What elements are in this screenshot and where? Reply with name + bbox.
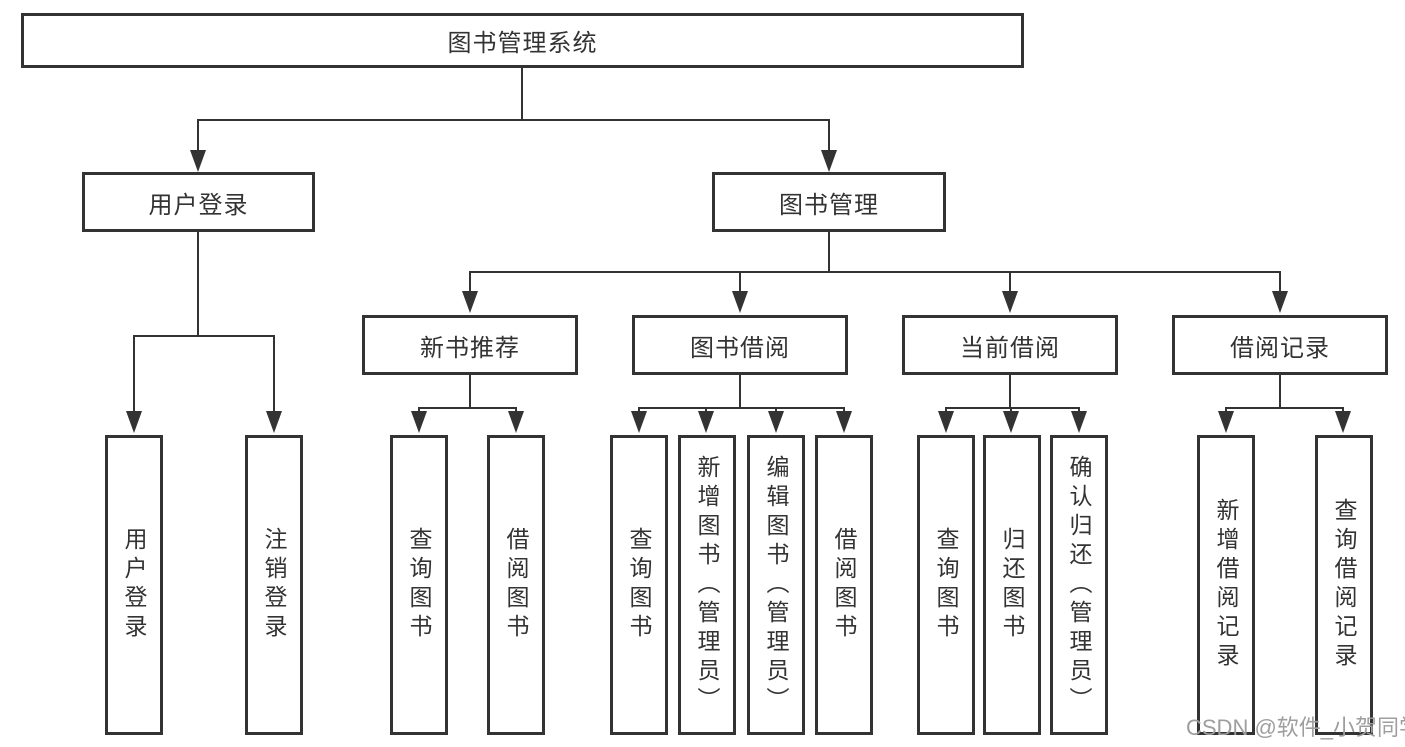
connector-book-management-stem — [828, 232, 830, 271]
leaf-return-book: 归还图书 — [983, 435, 1041, 735]
arrow-to-book-borrow — [732, 291, 748, 313]
leaf-query-borrow-record: 查询借阅记录 — [1315, 435, 1373, 735]
arrow-to-current-borrow — [1002, 291, 1018, 313]
node-root-label: 图书管理系统 — [447, 30, 598, 57]
arrow-to-br-query — [1335, 411, 1351, 433]
leaf-return-book-label: 归还图书 — [999, 527, 1025, 643]
leaf-query-books-recommend: 查询图书 — [390, 435, 448, 735]
leaf-add-borrow-record: 新增借阅记录 — [1197, 435, 1255, 735]
connector-drop-bb-edit — [775, 407, 777, 411]
leaf-borrow-books-recommend: 借阅图书 — [487, 435, 545, 735]
csdn-watermark: CSDN @软件_小贺同学 — [1186, 715, 1405, 740]
leaf-add-borrow-record-label: 新增借阅记录 — [1213, 498, 1239, 672]
connector-drop-book-borrow — [739, 271, 741, 291]
connector-drop-new-book — [469, 271, 471, 291]
leaf-confirm-return-admin-label: 确认归还（管理员） — [1066, 454, 1092, 716]
arrow-to-borrow-records — [1272, 291, 1288, 313]
connector-book-management-rail — [469, 271, 1281, 273]
node-borrow-records-label: 借阅记录 — [1230, 334, 1330, 362]
node-user-login-label: 用户登录 — [148, 191, 249, 219]
node-book-management: 图书管理 — [712, 172, 946, 232]
leaf-user-login-label: 用户登录 — [121, 527, 147, 643]
connector-root-stem — [521, 68, 523, 119]
connector-borrow-records-stem — [1279, 375, 1281, 407]
leaf-user-login: 用户登录 — [105, 435, 163, 735]
connector-drop-bb-query — [638, 407, 640, 411]
arrow-to-leaf-login — [126, 411, 142, 433]
connector-drop-bb-add — [705, 407, 707, 411]
leaf-logout-label: 注销登录 — [261, 527, 287, 643]
connector-drop-bb-borrow — [843, 407, 845, 411]
leaf-confirm-return-admin: 确认归还（管理员） — [1050, 435, 1108, 735]
node-new-book-recommend-label: 新书推荐 — [420, 334, 520, 362]
arrow-to-cb-query — [938, 411, 954, 433]
connector-drop-nb-borrow — [515, 407, 517, 411]
connector-borrow-records-rail — [1225, 407, 1344, 409]
leaf-query-books-current: 查询图书 — [917, 435, 975, 735]
leaf-borrow-books-recommend-label: 借阅图书 — [503, 527, 529, 643]
leaf-edit-book-admin-label: 编辑图书（管理员） — [763, 454, 789, 716]
connector-current-borrow-rail — [945, 407, 1080, 409]
connector-drop-borrow-records — [1279, 271, 1281, 291]
leaf-add-book-admin: 新增图书（管理员） — [678, 435, 736, 735]
leaf-query-books-recommend-label: 查询图书 — [406, 527, 432, 643]
connector-drop-cb-query — [945, 407, 947, 411]
arrow-to-bb-edit — [768, 411, 784, 433]
node-current-borrow: 当前借阅 — [902, 315, 1118, 375]
connector-drop-nb-query — [418, 407, 420, 411]
arrow-to-nb-query — [411, 411, 427, 433]
connector-drop-current-borrow — [1009, 271, 1011, 291]
leaf-add-book-admin-label: 新增图书（管理员） — [694, 454, 720, 716]
connector-drop-cb-return — [1010, 407, 1012, 411]
node-book-management-label: 图书管理 — [779, 191, 879, 219]
leaf-query-books-current-label: 查询图书 — [933, 527, 959, 643]
connector-drop-br-add — [1225, 407, 1227, 411]
leaf-logout: 注销登录 — [245, 435, 303, 735]
arrow-to-leaf-logout — [266, 411, 282, 433]
connector-root-rail — [197, 119, 830, 121]
node-current-borrow-label: 当前借阅 — [960, 334, 1060, 362]
arrow-to-new-book — [462, 291, 478, 313]
connector-drop-user-login — [197, 119, 199, 150]
connector-drop-cb-confirm — [1078, 407, 1080, 411]
arrow-to-user-login — [190, 150, 206, 172]
leaf-query-books-borrow-label: 查询图书 — [626, 527, 652, 643]
connector-book-borrow-rail — [638, 407, 845, 409]
leaf-borrow-books-borrow: 借阅图书 — [815, 435, 873, 735]
node-new-book-recommend: 新书推荐 — [362, 315, 578, 375]
connector-drop-leaf-logout — [273, 335, 275, 411]
node-borrow-records: 借阅记录 — [1172, 315, 1388, 375]
connector-drop-leaf-login — [133, 335, 135, 411]
arrow-to-book-management — [821, 150, 837, 172]
arrow-to-bb-borrow — [836, 411, 852, 433]
connector-drop-br-query — [1342, 407, 1344, 411]
connector-new-book-stem — [469, 375, 471, 407]
arrow-to-bb-query — [631, 411, 647, 433]
node-book-borrow-label: 图书借阅 — [690, 334, 790, 362]
leaf-query-borrow-record-label: 查询借阅记录 — [1331, 498, 1357, 672]
leaf-edit-book-admin: 编辑图书（管理员） — [747, 435, 805, 735]
arrow-to-br-add — [1218, 411, 1234, 433]
connector-current-borrow-stem — [1009, 375, 1011, 407]
arrow-to-bb-add — [698, 411, 714, 433]
connector-book-borrow-stem — [739, 375, 741, 407]
node-user-login: 用户登录 — [82, 172, 315, 232]
arrow-to-cb-return — [1003, 411, 1019, 433]
arrow-to-cb-confirm — [1071, 411, 1087, 433]
connector-new-book-rail — [418, 407, 517, 409]
node-book-borrow: 图书借阅 — [632, 315, 848, 375]
connector-user-login-stem — [197, 232, 199, 335]
arrow-to-nb-borrow — [508, 411, 524, 433]
leaf-query-books-borrow: 查询图书 — [610, 435, 668, 735]
leaf-borrow-books-borrow-label: 借阅图书 — [831, 527, 857, 643]
connector-drop-book-management — [828, 119, 830, 150]
connector-user-login-rail — [133, 335, 275, 337]
node-root-system: 图书管理系统 — [21, 13, 1024, 68]
